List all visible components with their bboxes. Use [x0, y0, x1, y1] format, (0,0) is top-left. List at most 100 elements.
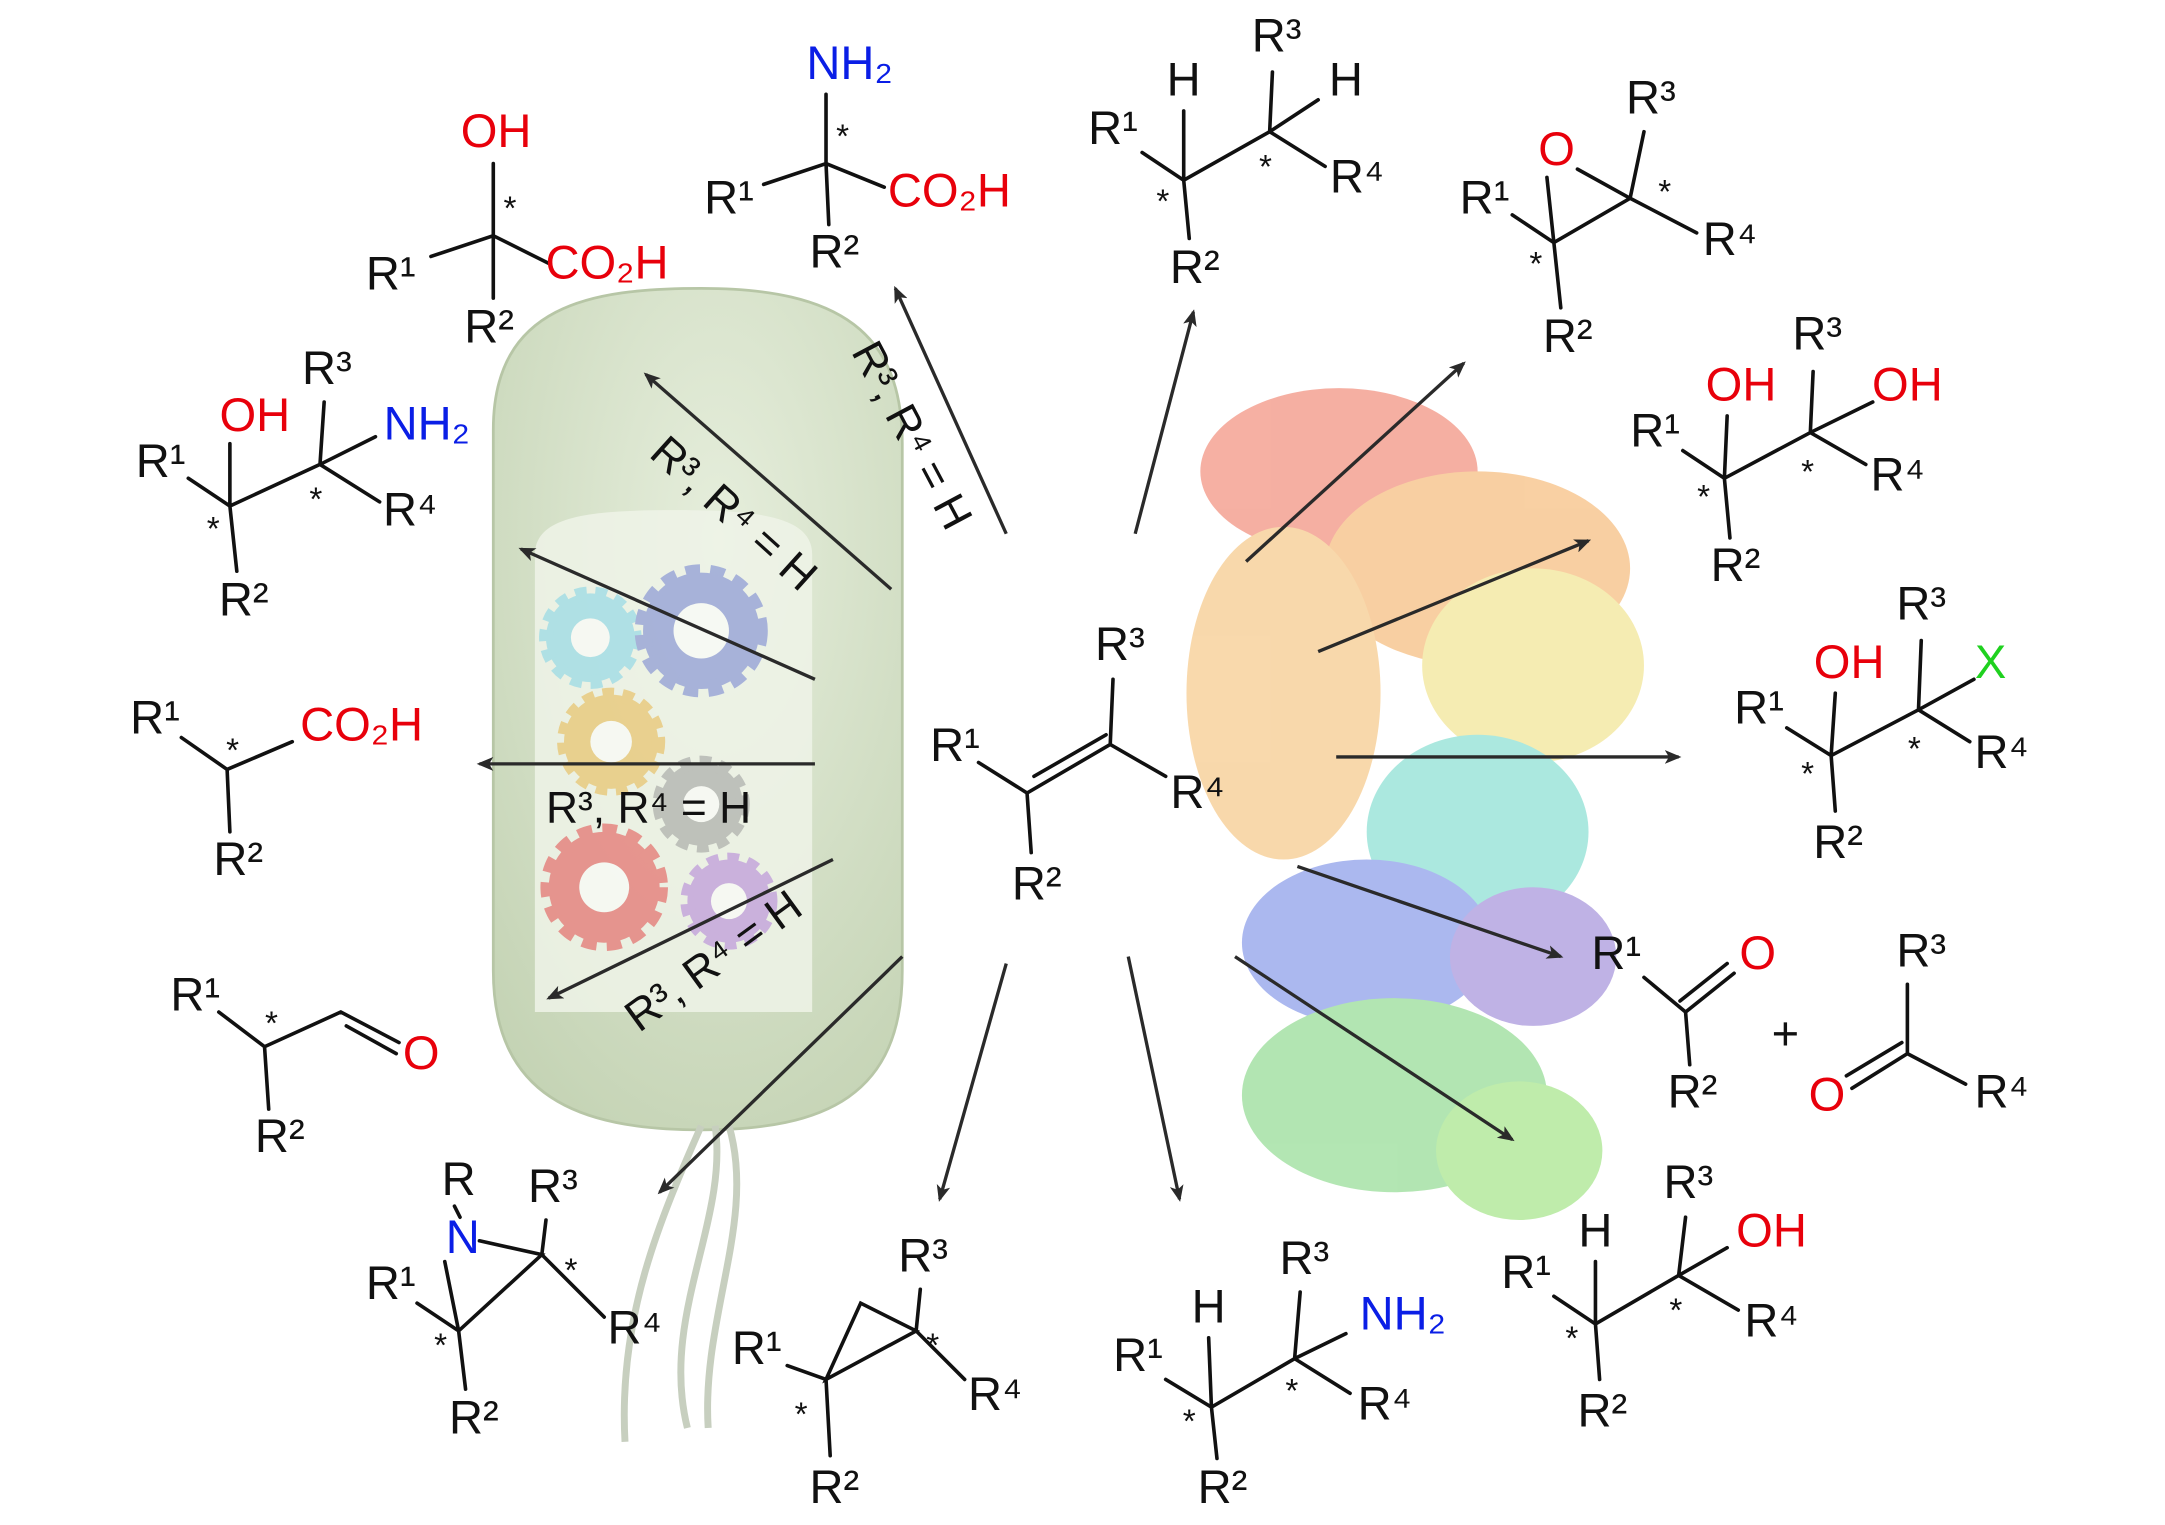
r2-label: R² [449, 1390, 499, 1443]
bacterial-cell [491, 286, 904, 1443]
condition-label-carboxylic-acid: R³, R⁴ = H [546, 784, 751, 833]
product-aldehyde: R¹ * O R² [170, 968, 439, 1162]
stereocenter-marker: * [564, 1252, 577, 1289]
r2-label: R² [1813, 815, 1863, 868]
r2-label: R² [1543, 309, 1593, 362]
r4-label: R⁴ [383, 482, 437, 535]
r2-label: R² [809, 225, 859, 278]
r1-label: R¹ [130, 690, 180, 743]
product-amino-acid: NH₂ * R¹ CO₂H R² [704, 36, 1011, 278]
r2-label: R² [1711, 538, 1761, 591]
hydroxyl-label: OH [1706, 358, 1777, 411]
r2-label: R² [464, 299, 514, 352]
r4-label: R⁴ [1170, 765, 1224, 818]
stereocenter-marker: * [926, 1327, 939, 1364]
stereocenter-marker: * [265, 1006, 278, 1043]
r4-label: R⁴ [1703, 212, 1757, 265]
r3-label: R³ [1626, 71, 1676, 124]
carboxyl-label: CO₂H [300, 697, 423, 750]
hydrogen-label: H [1578, 1203, 1612, 1256]
hydroxyl-label: OH [1814, 635, 1885, 688]
product-cyclopropane: R³ R¹ * * R⁴ R² [732, 1228, 1022, 1513]
amino-label: NH₂ [806, 36, 892, 89]
product-halohydrin: R³ OH X R¹ * * R⁴ R² [1734, 577, 2029, 868]
r2-label: R² [1170, 240, 1220, 293]
r2-label: R² [255, 1109, 305, 1162]
stereocenter-marker: * [1801, 454, 1814, 491]
r2-label: R² [213, 832, 263, 885]
r4-label: R⁴ [1330, 150, 1384, 203]
r3-label: R³ [1896, 577, 1946, 630]
stereocenter-marker: * [434, 1327, 447, 1364]
product-epoxide: R³ O R¹ * * R⁴ R² [1460, 71, 1757, 362]
r4-label: R⁴ [608, 1300, 662, 1353]
r3-label: R³ [1279, 1231, 1329, 1284]
enzyme-gears [539, 564, 778, 952]
r1-label: R¹ [1591, 926, 1641, 979]
r3-label: R³ [1095, 617, 1145, 670]
oxygen-label: O [1538, 122, 1575, 175]
stereocenter-marker: * [1801, 756, 1814, 793]
stereocenter-marker: * [1183, 1404, 1196, 1441]
hydroxyl-label: OH [1872, 358, 1943, 411]
r1-label: R¹ [366, 247, 416, 300]
hydroxyl-label: OH [1736, 1203, 1807, 1256]
r3-label: R³ [302, 341, 352, 394]
r1-label: R¹ [1501, 1245, 1551, 1298]
oxygen-label: O [403, 1026, 440, 1079]
r2-label: R² [1198, 1460, 1248, 1513]
stereocenter-marker: * [226, 733, 239, 770]
r2-label: R² [809, 1460, 859, 1513]
stereocenter-marker: * [1156, 184, 1169, 221]
product-amine: H R³ NH₂ R¹ * * R⁴ R² [1113, 1231, 1446, 1513]
flagella [620, 1124, 741, 1443]
r3-label: R³ [898, 1228, 948, 1281]
r1-label: R¹ [732, 1321, 782, 1374]
product-aziridine: R N R³ R¹ * * R⁴ R² [366, 1152, 662, 1443]
r3-label: R³ [528, 1159, 578, 1212]
stereocenter-marker: * [1658, 174, 1671, 211]
product-diol: R³ OH OH R¹ * * R⁴ R² [1630, 306, 1943, 591]
stereocenter-marker: * [1697, 479, 1710, 516]
stereocenter-marker: * [836, 118, 849, 155]
r2-label: R² [1012, 857, 1062, 910]
product-hydroxy-acid: OH * R¹ CO₂H R² [366, 104, 669, 352]
hydroxyl-label: OH [219, 388, 290, 441]
stereocenter-marker: * [207, 511, 220, 548]
carboxyl-label: CO₂H [545, 236, 668, 289]
r2-label: R² [1578, 1384, 1628, 1437]
r2-label: R² [219, 573, 269, 626]
stereocenter-marker: * [503, 191, 516, 228]
n-substituent-label: R [442, 1152, 476, 1205]
stereocenter-marker: * [1669, 1293, 1682, 1330]
stereocenter-marker: * [1529, 246, 1542, 283]
product-carbonyl-cleavage: R¹ O R² + R³ O R⁴ [1591, 923, 2028, 1120]
r1-label: R¹ [366, 1256, 416, 1309]
r1-label: R¹ [1088, 101, 1138, 154]
r3-label: R³ [1792, 306, 1842, 359]
r1-label: R¹ [136, 434, 186, 487]
stereocenter-marker: * [1259, 149, 1272, 186]
stereocenter-marker: * [1565, 1320, 1578, 1357]
substrate-alkene: R¹ R³ R⁴ R² [930, 617, 1225, 910]
r3-label: R³ [1252, 8, 1302, 61]
r1-label: R¹ [1630, 403, 1680, 456]
r4-label: R⁴ [1871, 448, 1925, 501]
stereocenter-marker: * [309, 482, 322, 519]
r3-label: R³ [1896, 923, 1946, 976]
r1-label: R¹ [930, 718, 980, 771]
oxygen-label: O [1809, 1067, 1846, 1120]
halogen-label: X [1975, 635, 2006, 688]
r4-label: R⁴ [968, 1367, 1022, 1420]
stereocenter-marker: * [1285, 1373, 1298, 1410]
r1-label: R¹ [1734, 681, 1784, 734]
r1-label: R¹ [1113, 1328, 1163, 1381]
r4-label: R⁴ [1975, 725, 2029, 778]
r4-label: R⁴ [1975, 1065, 2029, 1118]
product-alkane: H R³ H R¹ * * R⁴ R² [1088, 8, 1384, 293]
r3-label: R³ [1663, 1155, 1713, 1208]
product-carboxylic-acid: R¹ * CO₂H R² [130, 690, 423, 884]
nitrogen-label: N [446, 1210, 480, 1263]
product-amino-alcohol: R¹ OH R³ NH₂ R⁴ R² * * [136, 341, 470, 626]
